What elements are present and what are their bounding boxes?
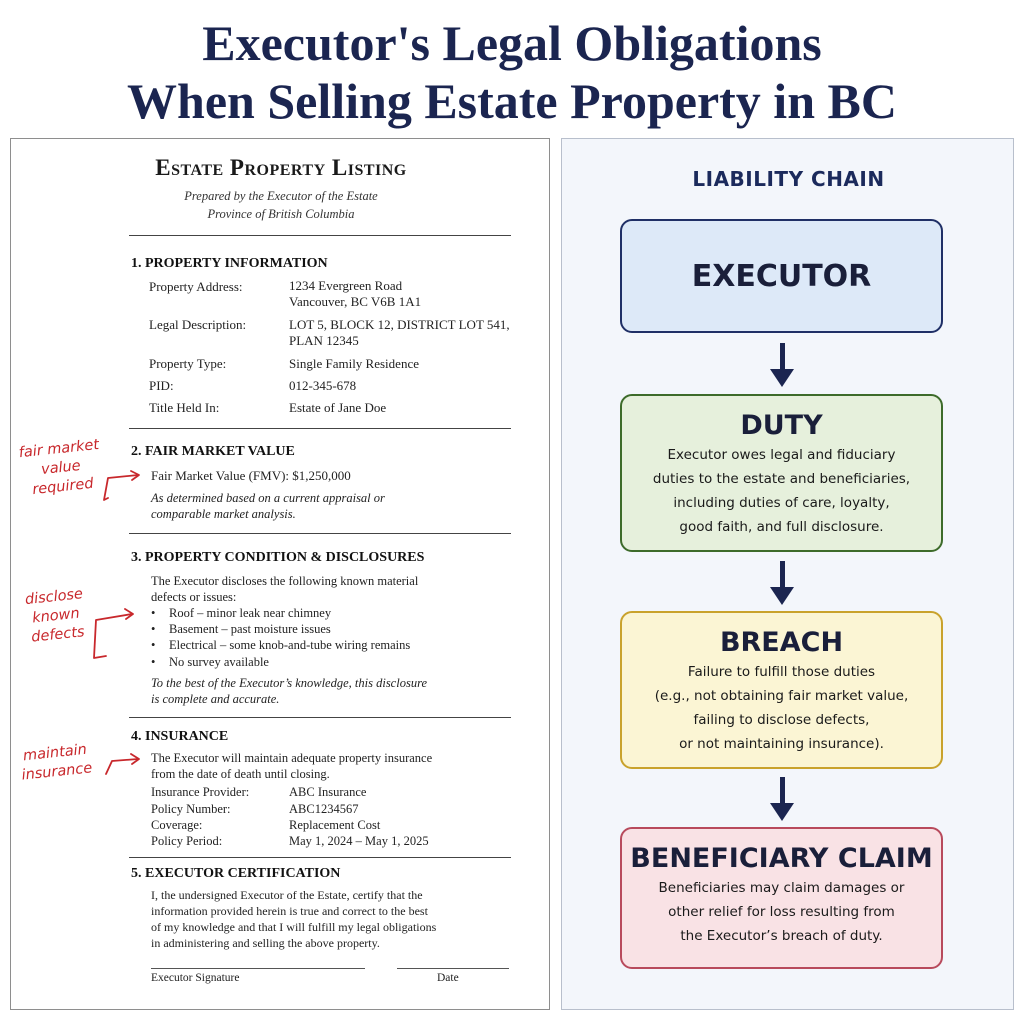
main-title-line-2: When Selling Estate Property in BC [127,73,897,129]
address-line-1: 1234 Evergreen Road [289,278,403,293]
defect-bullet: Electrical – some knob-and-tube wiring r… [151,638,410,653]
liability-chain-title: LIABILITY CHAIN [692,167,885,191]
down-arrow-icon [770,343,794,387]
divider [129,717,511,718]
certification-line-4: in administering and selling the above p… [151,936,380,950]
insurance-provider-value: ABC Insurance [289,785,367,799]
fmv-value: Fair Market Value (FMV): $1,250,000 [151,468,351,483]
defects-annotation: disclose known defects [24,586,86,646]
main-title-line-1: Executor's Legal Obligations [202,15,822,71]
legal-description-label: Legal Description: [149,317,247,332]
down-arrow-icon [770,777,794,821]
estate-listing-document: Estate Property Listing Prepared by the … [10,138,550,1010]
policy-number-value: ABC1234567 [289,802,359,816]
duty-heading: DUTY [740,410,823,441]
disclosure-closing-line-2: is complete and accurate. [151,692,280,706]
beneficiary-claim-box: BENEFICIARY CLAIM Beneficiaries may clai… [620,827,943,969]
signature-label: Executor Signature [151,972,240,984]
coverage-label: Coverage: [151,818,203,832]
date-line [397,968,509,969]
duty-description: Executor owes legal and fiduciary duties… [652,447,911,535]
divider [129,857,511,858]
section-4-heading: 4. INSURANCE [131,729,229,744]
defect-bullet: Basement – past moisture issues [151,622,331,637]
fmv-note-line-1: As determined based on a current apprais… [151,491,385,505]
title-held-value: Estate of Jane Doe [289,400,387,415]
disclosure-closing-line-1: To the best of the Executor’s knowledge,… [151,676,428,690]
insurance-annotation-arrow-icon [105,753,140,775]
breach-heading: BREACH [719,627,844,658]
fmv-annotation: fair market value required [18,436,100,499]
pid-value: 012-345-678 [289,378,357,393]
main-title: Executor's Legal Obligations When Sellin… [0,14,1024,130]
legal-description-line-2: PLAN 12345 [289,333,359,348]
fmv-annotation-arrow-icon [103,470,140,501]
coverage-value: Replacement Cost [289,818,381,832]
certification-line-1: I, the undersigned Executor of the Estat… [151,888,423,902]
insurance-provider-label: Insurance Provider: [151,785,250,799]
liability-chain-panel: LIABILITY CHAIN EXECUTOR DUTY Executor o… [561,138,1014,1010]
section-5-heading: 5. EXECUTOR CERTIFICATION [131,866,341,881]
disclosure-intro-line-1: The Executor discloses the following kno… [151,574,419,588]
document-subtitle-1: Prepared by the Executor of the Estate [184,189,378,203]
document-subtitle-2: Province of British Columbia [207,207,355,221]
document-title: Estate Property Listing [155,155,407,180]
title-held-label: Title Held In: [149,400,220,415]
legal-description-line-1: LOT 5, BLOCK 12, DISTRICT LOT 541, [289,317,510,332]
section-2-heading: 2. FAIR MARKET VALUE [131,444,295,459]
insurance-intro-line-2: from the date of death until closing. [151,767,330,781]
policy-number-label: Policy Number: [151,802,231,816]
executor-box: EXECUTOR [620,219,943,333]
pid-label: PID: [149,378,174,393]
property-type-label: Property Type: [149,356,227,371]
beneficiary-claim-heading: BENEFICIARY CLAIM [630,843,933,874]
section-1-heading: 1. PROPERTY INFORMATION [131,256,328,271]
insurance-intro-line-1: The Executor will maintain adequate prop… [151,751,433,765]
certification-line-2: information provided herein is true and … [151,904,428,918]
defects-annotation-arrow-icon [93,608,134,659]
policy-period-value: May 1, 2024 – May 1, 2025 [289,834,429,848]
signature-line [151,968,365,969]
defect-bullet: No survey available [151,655,269,670]
divider [129,235,511,236]
certification-line-3: of my knowledge and that I will fulfill … [151,920,437,934]
duty-box: DUTY Executor owes legal and fiduciary d… [620,394,943,552]
address-line-2: Vancouver, BC V6B 1A1 [289,294,422,309]
breach-description: Failure to fulfill those duties (e.g., n… [654,664,909,752]
fmv-note-line-2: comparable market analysis. [151,507,296,521]
divider [129,428,511,429]
divider [129,533,511,534]
property-type-value: Single Family Residence [289,356,419,371]
executor-heading: EXECUTOR [691,259,872,294]
date-label: Date [437,972,459,984]
policy-period-label: Policy Period: [151,834,223,848]
disclosure-intro-line-2: defects or issues: [151,590,237,604]
breach-box: BREACH Failure to fulfill those duties (… [620,611,943,769]
down-arrow-icon [770,561,794,605]
defect-bullet: Roof – minor leak near chimney [151,606,331,621]
address-label: Property Address: [149,279,243,294]
section-3-heading: 3. PROPERTY CONDITION & DISCLOSURES [131,550,425,565]
beneficiary-claim-description: Beneficiaries may claim damages or other… [658,880,905,944]
